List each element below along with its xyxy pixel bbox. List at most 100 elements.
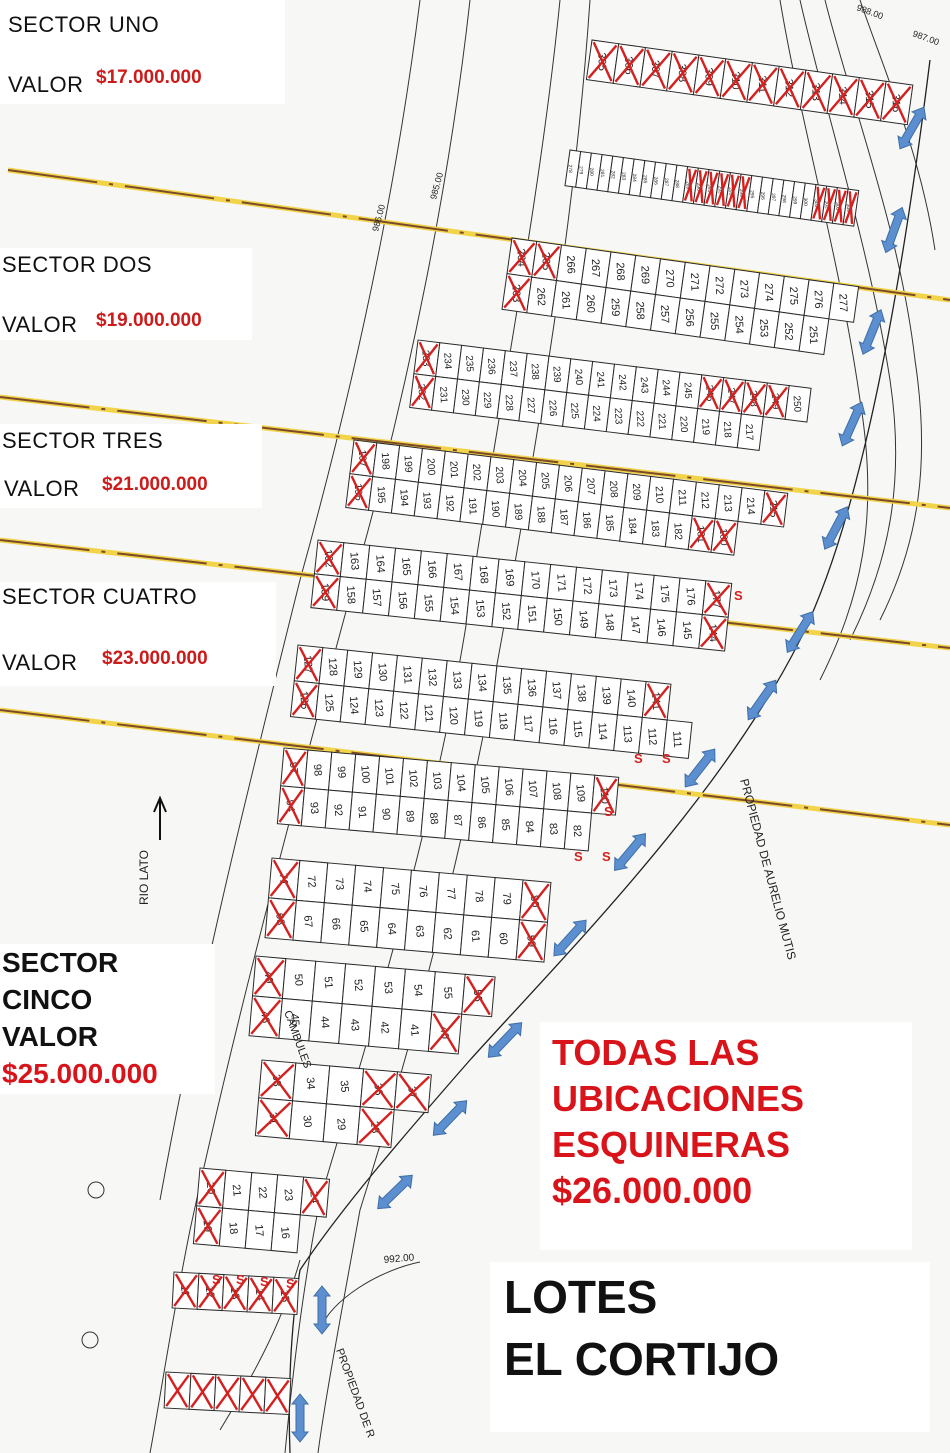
lot-number: 156 xyxy=(396,591,409,610)
reserved-mark: S xyxy=(662,751,671,766)
sold-cross xyxy=(173,1274,198,1307)
elevation-label-5: 988.00 xyxy=(855,2,884,21)
lot-number: 63 xyxy=(413,925,426,938)
access-arrow-icon xyxy=(880,206,908,254)
sold-cross xyxy=(520,883,550,919)
lot-number: 218 xyxy=(721,421,733,439)
sold-cross xyxy=(587,44,618,79)
lot-number: 99 xyxy=(335,766,348,779)
north-arrow-icon xyxy=(153,795,167,840)
sold-cross xyxy=(240,1378,265,1411)
property-fence-line xyxy=(288,59,931,1453)
lot-number: 166 xyxy=(425,560,438,579)
lot-number: 301 xyxy=(813,199,819,208)
access-arrow-icon xyxy=(312,1285,332,1335)
lot-number: 17 xyxy=(252,1224,265,1237)
lot-number: 107 xyxy=(526,779,540,798)
sold-cross xyxy=(358,1110,393,1144)
sold-cross xyxy=(223,1277,248,1310)
sector-tres-value-label: VALOR xyxy=(4,476,80,501)
lot-number: 287 xyxy=(663,178,669,187)
sold-cross xyxy=(260,1063,295,1097)
lot-number: 302 xyxy=(823,201,829,210)
lot-number: 117 xyxy=(521,714,534,732)
sold-cross xyxy=(295,648,322,680)
lot-number: 123 xyxy=(372,698,385,717)
sector-cinco-line1: SECTOR xyxy=(2,947,119,978)
sold-cross xyxy=(415,343,439,373)
lot-number: 52 xyxy=(351,979,364,992)
lot-number: 137 xyxy=(550,681,563,700)
lot-number: 82 xyxy=(570,825,583,838)
lot-number: 91 xyxy=(355,806,368,819)
lot-number: 293 xyxy=(727,187,733,196)
lot-number: 174 xyxy=(632,581,645,600)
lot-number: 66 xyxy=(329,917,342,930)
sold-cross xyxy=(828,78,859,113)
sold-cross xyxy=(248,1278,273,1311)
lot-cell xyxy=(798,314,830,356)
lot-number: 290 xyxy=(695,183,701,192)
lot-number: 22 xyxy=(256,1186,269,1199)
sold-cross xyxy=(712,522,737,552)
lot-number: 157 xyxy=(370,588,383,607)
lot-number: 106 xyxy=(502,777,516,796)
lot-block: 2642652662672682692702712722732742752762… xyxy=(501,237,860,356)
lot-number: 120 xyxy=(446,706,459,725)
lot-number: 134 xyxy=(475,673,488,692)
access-arrow-icon xyxy=(614,833,646,871)
lot-number: 262 xyxy=(534,287,547,306)
sector-cinco-line2: CINCO xyxy=(2,984,93,1015)
lot-number: 245 xyxy=(681,382,693,400)
lot-number: 77 xyxy=(444,887,457,900)
lot-number: 35 xyxy=(338,1080,351,1093)
lot-number: 288 xyxy=(674,180,680,189)
sold-cross xyxy=(700,618,727,648)
lot-number: 152 xyxy=(499,602,512,621)
lot-number: 73 xyxy=(332,877,345,890)
lot-number: 208 xyxy=(607,480,619,498)
sold-cross xyxy=(410,377,435,407)
lot-number: 207 xyxy=(584,477,596,495)
reserved-mark: S xyxy=(634,751,643,766)
lot-number: 125 xyxy=(322,693,335,712)
lot-number: 229 xyxy=(481,392,493,410)
sold-cross xyxy=(250,999,282,1035)
sold-cross xyxy=(291,684,318,716)
access-arrow-icon xyxy=(858,309,886,355)
lot-number: 109 xyxy=(573,784,587,803)
access-arrow-icon xyxy=(785,610,815,654)
lot-number: 101 xyxy=(382,767,396,786)
corner-price: $26.000.000 xyxy=(552,1170,753,1211)
lot-number: 154 xyxy=(447,596,460,615)
lot-number: 230 xyxy=(459,389,471,407)
sector-cinco-box xyxy=(0,944,215,1094)
lot-number: 212 xyxy=(698,491,710,509)
lot-number: 163 xyxy=(347,551,360,570)
lot-number: 241 xyxy=(594,371,606,389)
sold-cross xyxy=(462,977,494,1014)
access-arrow-icon xyxy=(821,506,851,550)
lot-number: 198 xyxy=(379,452,391,470)
lot-number: 278 xyxy=(567,165,573,174)
reserved-mark: S xyxy=(260,1274,269,1289)
lot-number: 240 xyxy=(572,369,584,387)
lot-number: 270 xyxy=(663,269,676,288)
sold-cross xyxy=(361,1072,397,1106)
sold-cross xyxy=(720,381,745,411)
lot-number: 192 xyxy=(443,494,455,512)
lot-number: 204 xyxy=(516,469,528,487)
lot-cell xyxy=(736,413,764,451)
lot-number: 111 xyxy=(670,731,683,749)
lot-number: 300 xyxy=(802,198,808,207)
lot-number: 51 xyxy=(321,976,334,989)
lot-number: 50 xyxy=(292,973,305,986)
lot-number: 153 xyxy=(473,599,486,618)
sold-cross xyxy=(517,923,547,959)
lot-block: 202122232419181716 xyxy=(192,1167,331,1254)
sector-dos-price: $19.000.000 xyxy=(96,310,202,331)
lot-number: 132 xyxy=(425,668,438,687)
lot-number: 173 xyxy=(606,579,619,598)
lot-number: 16 xyxy=(278,1226,291,1239)
